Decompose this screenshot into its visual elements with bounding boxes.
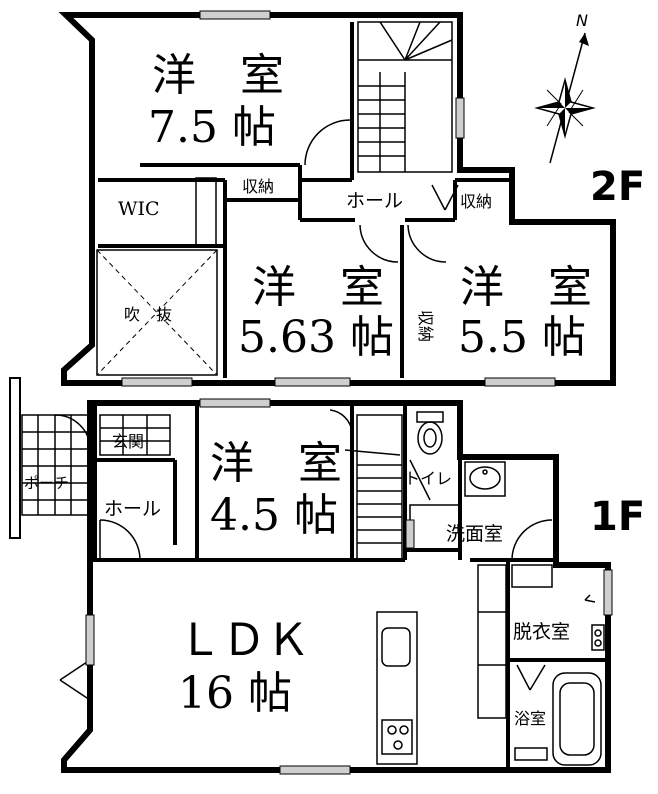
room-ldk-name: ＬＤＫ: [178, 615, 310, 666]
room-western-2-name: 洋 室: [252, 262, 384, 313]
room-western-1-name: 洋 室: [152, 50, 284, 101]
room-bath-name: 浴室: [514, 709, 546, 728]
toilet-fixture: [416, 411, 444, 455]
compass-rose: [534, 32, 596, 164]
room-western-1f-name: 洋 室: [210, 438, 342, 489]
washbasin: [464, 461, 506, 497]
room-atrium-name: 吹 抜: [124, 305, 172, 324]
room-porch-name: ポーチ: [24, 474, 69, 492]
first-floor-doors: [54, 409, 605, 701]
porch-area: [9, 377, 89, 539]
second-floor-outer-wall: [58, 12, 616, 386]
floor-label-2f: 2F: [590, 164, 645, 210]
first-floor-stairs: [356, 414, 403, 561]
second-floor-windows: [121, 10, 556, 387]
first-floor-windows: [85, 398, 613, 775]
room-western-3-name: 洋 室: [460, 262, 592, 313]
room-washroom-name: 洗面室: [446, 523, 503, 545]
kitchen-counter: [376, 611, 418, 765]
room-western-3-size: 5.5 帖: [458, 312, 586, 363]
room-ldk-size: 16 帖: [178, 668, 292, 719]
room-toilet-name: トイレ: [404, 469, 452, 488]
entrance-tiles: [99, 414, 171, 456]
floor-label-1f: 1F: [590, 494, 645, 540]
room-entrance-name: 玄関: [112, 432, 144, 451]
compass-north-label: N: [576, 11, 588, 30]
room-hall-2f-name: ホール: [346, 190, 403, 212]
room-western-1-size: 7.5 帖: [148, 102, 276, 153]
room-dressing-name: 脱衣室: [513, 621, 570, 643]
wic-shelf: [195, 177, 217, 247]
first-floor-plan: [9, 377, 613, 775]
room-western-2-size: 5.63 帖: [238, 312, 394, 363]
room-storage-a-name: 収納: [242, 177, 274, 196]
room-wic-name: WIC: [118, 198, 160, 220]
room-western-1f-size: 4.5 帖: [210, 490, 338, 541]
second-floor-stairs: [357, 21, 453, 173]
second-floor-plan: [58, 10, 616, 387]
room-storage-c-name: 収納: [416, 310, 435, 342]
atrium-void: [96, 249, 218, 376]
second-floor-partitions: [98, 22, 512, 378]
bathtub: [514, 672, 602, 766]
second-floor-doors: [304, 119, 459, 263]
room-storage-b-name: 収納: [460, 192, 492, 211]
room-hall-1f-name: ホール: [104, 498, 161, 520]
